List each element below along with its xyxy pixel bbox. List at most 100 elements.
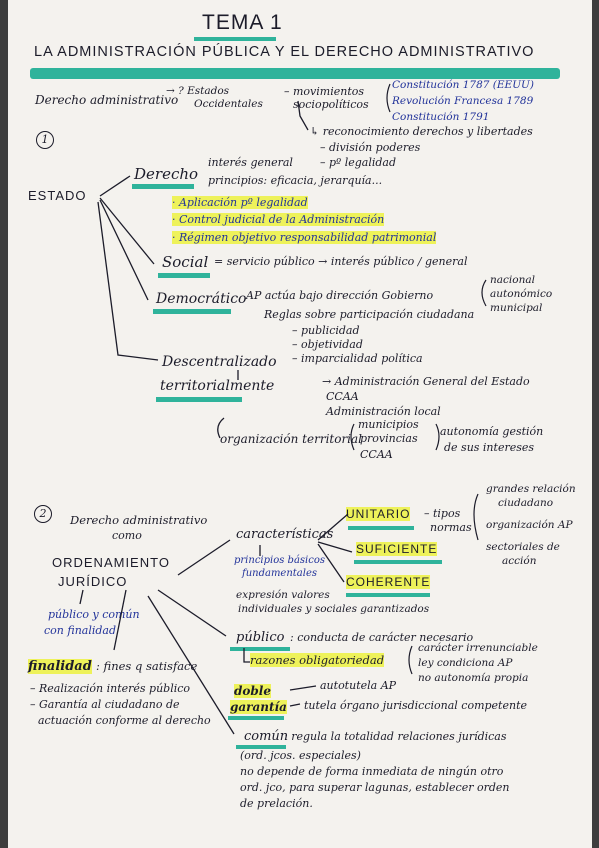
intro-movimientos: – movimientos xyxy=(284,85,365,98)
arrow-estado-social xyxy=(99,197,155,265)
democratico-note-reglas: Reglas sobre participación ciudadana xyxy=(264,308,475,321)
fin-item-garantia: – Garantía al ciudadano de xyxy=(30,698,180,711)
coherente-label: COHERENTE xyxy=(346,575,431,589)
derecho-underline xyxy=(132,184,194,189)
arrow-ord-finalidad xyxy=(113,589,127,651)
arrow-publico-razones xyxy=(243,648,250,663)
publico-label: público xyxy=(236,630,285,645)
publico-y-comun: público y común xyxy=(48,608,140,621)
doble-tutela: tutela órgano jurisdiccional competente xyxy=(304,699,527,712)
org-provincias: provincias xyxy=(360,432,418,445)
org-municipios: municipios xyxy=(358,418,419,431)
notebook-page: TEMA 1 LA ADMINISTRACIÓN PÚBLICA Y EL DE… xyxy=(8,0,592,848)
democratico-note-ap: AP actúa bajo dirección Gobierno xyxy=(246,289,434,302)
doble-autotutela: autotutela AP xyxy=(320,679,397,692)
desc-item-age: → Administración General del Estado xyxy=(322,375,530,388)
razones-autonomia: no autonomía propia xyxy=(418,672,529,684)
razones-label: razones obligatoriedad xyxy=(250,653,385,667)
desc-item-local: Administración local xyxy=(326,405,441,418)
section-1-number: 1 xyxy=(36,131,54,149)
razones-irrenunciable: carácter irrenunciable xyxy=(418,642,538,654)
note-sectoriales: sectoriales de xyxy=(486,541,560,553)
recognition-legalidad: – pº legalidad xyxy=(320,156,397,169)
unitario-underline xyxy=(348,526,414,530)
descentralizado-underline xyxy=(156,397,242,402)
comun-underline xyxy=(236,745,286,749)
org-ccaa: CCAA xyxy=(360,448,393,461)
comun-line-1: : regula la totalidad relaciones jurídic… xyxy=(284,730,507,743)
dem-item-imparcialidad: – imparcialidad política xyxy=(292,352,423,365)
comun-line-3: no depende de forma inmediata de ningún … xyxy=(240,765,504,778)
connector-arrows xyxy=(79,83,487,735)
title-underline xyxy=(194,37,276,41)
note-accion: acción xyxy=(502,555,537,567)
derecho-principios: principios: eficacia, jerarquía... xyxy=(208,174,383,187)
con-finalidad: con finalidad xyxy=(44,624,117,637)
page-subtitle: LA ADMINISTRACIÓN PÚBLICA Y EL DERECHO A… xyxy=(34,44,535,60)
level-municipal: municipal xyxy=(490,302,543,314)
democratico-underline xyxy=(153,309,231,314)
arrow-estado-derecho xyxy=(99,175,131,197)
unitario-tipos: – tipos xyxy=(424,507,461,520)
org-intereses: de sus intereses xyxy=(444,441,535,454)
derecho-item-regimen: · Régimen objetivo responsabilidad patri… xyxy=(172,231,437,244)
comun-line-4: ord. jco, para superar lagunas, establec… xyxy=(240,781,510,794)
caract-expresion: expresión valores xyxy=(236,589,330,601)
s2-derecho-administrativo: Derecho administrativo xyxy=(70,513,208,527)
derecho-item-control: · Control judicial de la Administración xyxy=(172,213,385,226)
arrow-caract-branches xyxy=(317,513,353,583)
suficiente-label: SUFICIENTE xyxy=(356,542,438,556)
arrow-estado-descentralizado xyxy=(97,201,159,361)
publico-note: : conducta de carácter necesario xyxy=(290,631,474,644)
desc-item-ccaa: CCAA xyxy=(326,390,359,403)
brace-org xyxy=(350,423,355,451)
note-organizacion: organización AP xyxy=(486,519,573,531)
revolution-1789: Revolución Francesa 1789 xyxy=(392,95,534,107)
level-autonomico: autonómico xyxy=(490,288,553,300)
ordenamiento-label: ORDENAMIENTO xyxy=(52,555,170,570)
dem-item-objetividad: – objetividad xyxy=(292,338,363,351)
org-autonomia: autonomía gestión xyxy=(440,425,544,438)
doble-underline xyxy=(228,716,284,720)
brace-constitutions xyxy=(386,83,391,113)
social-note: = servicio público → interés público / g… xyxy=(214,255,468,268)
subtitle-underline xyxy=(30,68,560,79)
social-label: Social xyxy=(162,253,209,271)
intro-estados: → ? Estados xyxy=(166,85,230,97)
constitution-1791: Constitución 1791 xyxy=(392,111,490,123)
comun-label: común xyxy=(244,729,289,744)
fin-item-actuacion: actuación conforme al derecho xyxy=(38,714,211,727)
note-grandes: grandes relación xyxy=(486,483,576,495)
intro-sociopoliticos: sociopolíticos xyxy=(293,98,369,111)
arrow-ord-publico xyxy=(157,589,227,637)
juridico-label: JURÍDICO xyxy=(58,574,128,589)
democratico-label: Democrático xyxy=(156,291,247,307)
unitario-label: UNITARIO xyxy=(346,507,411,521)
finalidad-label: finalidad xyxy=(28,659,92,674)
braces xyxy=(350,83,487,675)
razones-ley: ley condiciona AP xyxy=(418,657,513,669)
organizacion-territorial: organización territorial xyxy=(220,432,363,446)
caract-individuales: individuales y sociales garantizados xyxy=(238,603,430,615)
arrow-intro-recog xyxy=(297,100,309,131)
s2-como: como xyxy=(112,529,142,542)
suficiente-underline xyxy=(354,560,442,564)
recognition-rights: ↳ reconocimiento derechos y libertades xyxy=(310,125,533,138)
comun-line-2: (ord. jcos. especiales) xyxy=(240,749,361,762)
arrow-estado-democratico xyxy=(99,199,149,301)
caract-fundamentales: fundamentales xyxy=(242,568,318,579)
social-underline xyxy=(158,273,210,278)
arrow-ord-publicocomun xyxy=(79,589,84,605)
constitution-1787: Constitución 1787 (EEUU) xyxy=(392,79,535,91)
recognition-division: – división poderes xyxy=(320,141,421,154)
garantia-label: garantía xyxy=(230,700,287,714)
derecho-item-legalidad: · Aplicación pº legalidad xyxy=(172,196,308,209)
brace-levels xyxy=(481,279,487,307)
estado-label: ESTADO xyxy=(28,188,87,203)
intro-occidentales: Occidentales xyxy=(194,98,263,110)
unitario-normas: normas xyxy=(430,521,472,534)
fin-item-interes: – Realización interés público xyxy=(30,682,191,695)
finalidad-note: : fines q satisface xyxy=(96,659,198,673)
brace-right-notes xyxy=(473,493,479,541)
derecho-interes-general: interés general xyxy=(208,156,293,169)
